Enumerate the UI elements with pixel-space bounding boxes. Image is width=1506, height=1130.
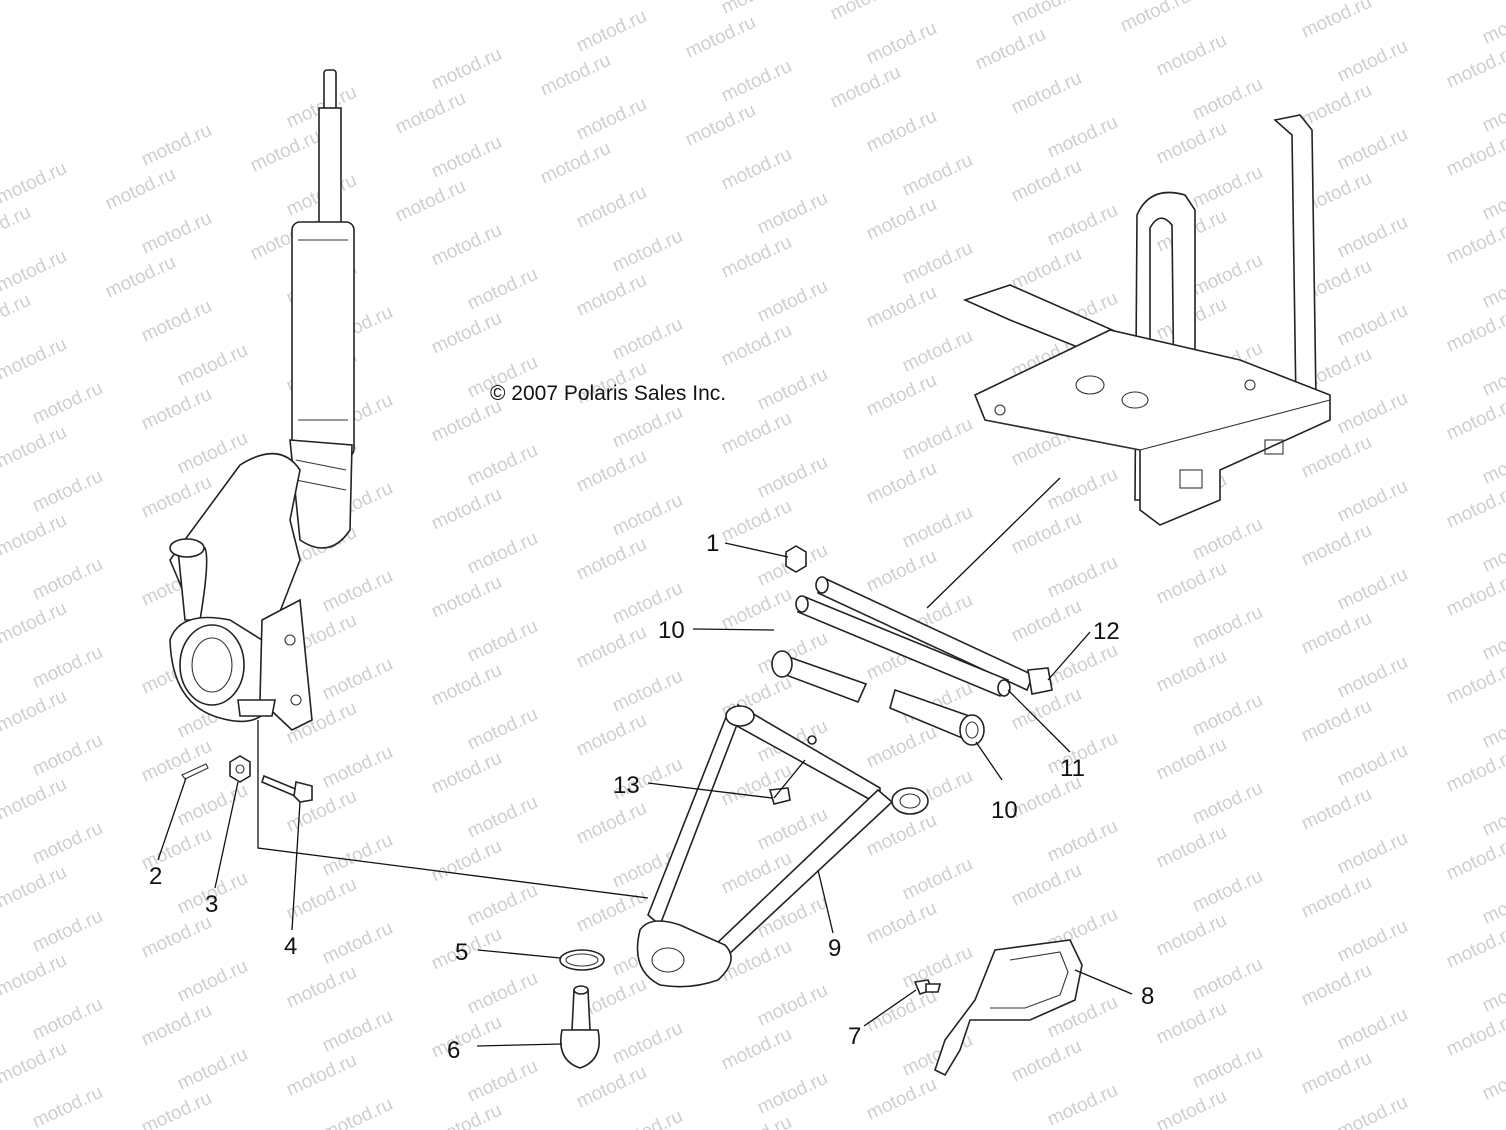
leader-lines — [157, 477, 1133, 1047]
callout-9: 9 — [828, 935, 841, 962]
callout-3: 3 — [205, 891, 218, 918]
callout-2: 2 — [149, 863, 162, 890]
callout-1: 1 — [706, 530, 719, 557]
steering-knuckle — [169, 452, 313, 731]
callout-13: 13 — [613, 772, 640, 799]
callout-10-upper: 10 — [658, 617, 685, 644]
callout-5: 5 — [455, 939, 468, 966]
copyright-notice: © 2007 Polaris Sales Inc. — [490, 382, 726, 405]
callout-8: 8 — [1141, 983, 1154, 1010]
bushings — [771, 650, 985, 746]
callout-10-lower: 10 — [991, 797, 1018, 824]
callout-6: 6 — [447, 1037, 460, 1064]
callout-12: 12 — [1093, 618, 1120, 645]
vehicle-frame — [962, 114, 1331, 526]
small-parts — [181, 545, 1083, 1077]
callout-11: 11 — [1060, 755, 1085, 782]
callout-labels: 1 2 3 4 5 6 7 8 9 10 10 11 12 13 — [149, 530, 1154, 1064]
callout-7: 7 — [848, 1023, 861, 1050]
shock-absorber — [289, 69, 355, 549]
a-arm — [636, 703, 929, 988]
callout-4: 4 — [284, 933, 297, 960]
pivot-tubes — [795, 576, 1053, 698]
